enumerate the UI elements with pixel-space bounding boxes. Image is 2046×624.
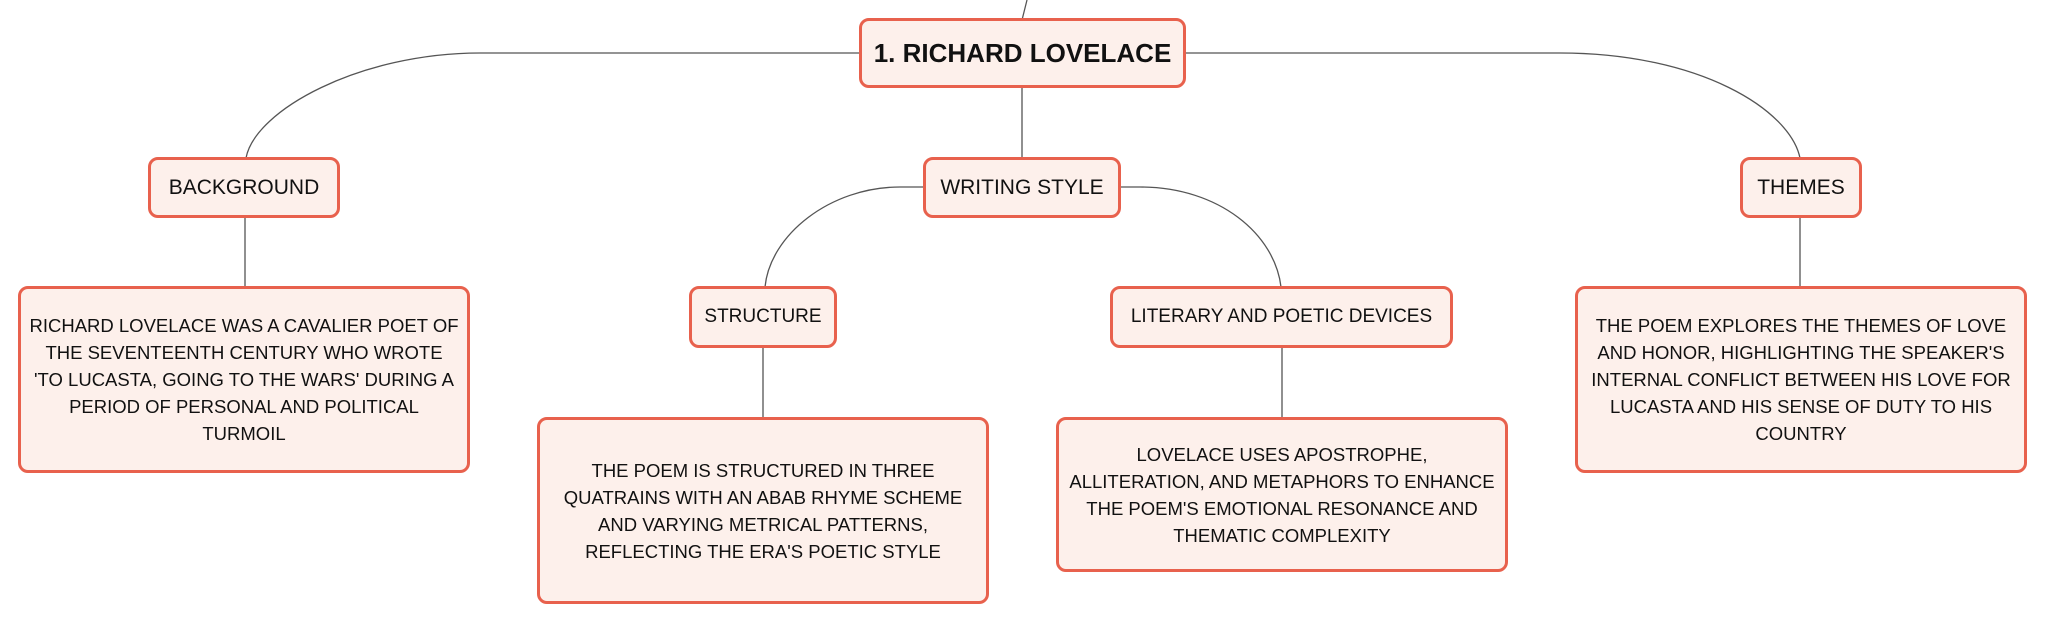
root-node[interactable]: 1. RICHARD LOVELACE xyxy=(859,18,1186,88)
devices-node[interactable]: LITERARY AND POETIC DEVICES xyxy=(1110,286,1453,348)
background-node[interactable]: BACKGROUND xyxy=(148,157,340,218)
link-writing-style-devices xyxy=(1120,186,1282,288)
background-text: RICHARD LOVELACE WAS A CAVALIER POET OF … xyxy=(29,315,459,444)
structure-description: THE POEM IS STRUCTURED IN THREE QUATRAIN… xyxy=(537,417,989,604)
writing-style-node[interactable]: WRITING STYLE xyxy=(923,157,1121,218)
link-root-themes xyxy=(1185,52,1801,159)
devices-text: LOVELACE USES APOSTROPHE, ALLITERATION, … xyxy=(1069,443,1495,546)
link-root-background xyxy=(245,52,860,159)
devices-description: LOVELACE USES APOSTROPHE, ALLITERATION, … xyxy=(1056,417,1508,572)
background-label: BACKGROUND xyxy=(168,175,320,199)
link-writing-style-structure xyxy=(764,186,924,288)
themes-node[interactable]: THEMES xyxy=(1740,157,1862,218)
devices-label: LITERARY AND POETIC DEVICES xyxy=(1130,306,1433,327)
background-description: RICHARD LOVELACE WAS A CAVALIER POET OF … xyxy=(18,286,470,473)
structure-label: STRUCTURE xyxy=(704,306,822,327)
root-label: 1. RICHARD LOVELACE xyxy=(873,37,1172,68)
link-parent-root xyxy=(1021,0,1028,21)
writing-style-label: WRITING STYLE xyxy=(940,175,1104,199)
structure-node[interactable]: STRUCTURE xyxy=(689,286,837,348)
themes-text: THE POEM EXPLORES THE THEMES OF LOVE AND… xyxy=(1591,315,2011,444)
structure-text: THE POEM IS STRUCTURED IN THREE QUATRAIN… xyxy=(563,459,963,562)
themes-description: THE POEM EXPLORES THE THEMES OF LOVE AND… xyxy=(1575,286,2027,473)
themes-label: THEMES xyxy=(1757,175,1845,199)
